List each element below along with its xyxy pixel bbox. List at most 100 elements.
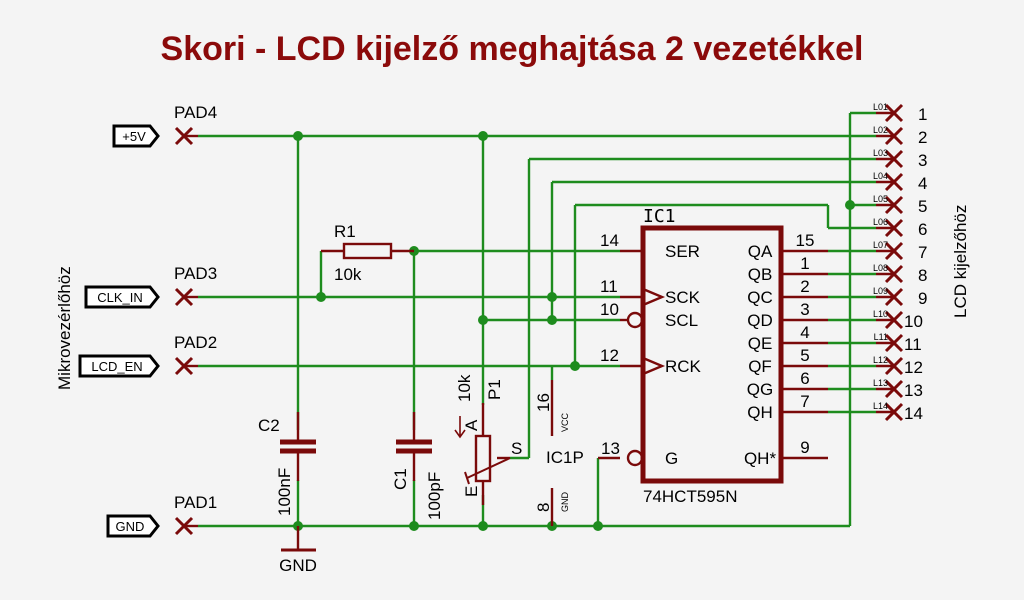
ic1-ref: IC1 (643, 206, 676, 227)
pin-name: QD (747, 311, 773, 330)
pin-name: QA (748, 242, 773, 261)
lcd-pin: L04 4 (873, 171, 928, 193)
pin-name: QC (747, 288, 773, 307)
lcd-pin-number: 11 (904, 335, 922, 354)
ic1-right-pin: 2QC (747, 277, 828, 307)
clock-triangle-icon (642, 287, 666, 307)
left-side-label: Mikrovezérlőhöz (55, 266, 74, 390)
lcd-pin-label: L14 (873, 401, 888, 411)
pin-num: 11 (600, 277, 618, 296)
lcd-pin-number: 1 (918, 105, 927, 124)
arrow-down-icon (454, 416, 466, 439)
pin-name: QG (747, 380, 773, 399)
lcd-pin-label: L07 (873, 240, 888, 250)
lcd-pin-number: 6 (918, 220, 927, 239)
wires (198, 111, 876, 528)
lcd-pin: L01 1 (873, 102, 928, 124)
lcd-pin-label: L08 (873, 263, 888, 273)
pin-num: 2 (800, 277, 809, 296)
ic1p-power: 16 VCC 8 GND IC1P 13 (534, 380, 620, 526)
gnd-label: GND (279, 556, 317, 575)
pin-num: 7 (800, 392, 809, 411)
pin-num: 12 (600, 346, 619, 365)
junctions (293, 131, 855, 531)
pin-name: QF (748, 357, 772, 376)
port-label: CLK_IN (97, 290, 143, 305)
port-plus5v (112, 124, 160, 148)
lcd-pin-label: L04 (873, 171, 888, 181)
junction-dot (593, 521, 603, 531)
capacitor-c1: C1 100pF (391, 412, 444, 520)
inverter-bubble-icon (626, 449, 644, 467)
lcd-pin: L11 11 (874, 332, 922, 354)
lcd-pin-label: L11 (874, 332, 888, 342)
r1-value: 10k (334, 265, 362, 284)
port-lcd-en (78, 354, 160, 378)
lcd-pin-number: 4 (918, 174, 927, 193)
pad-1: GND PAD1 (106, 493, 217, 538)
vcc-pin-num: 16 (534, 393, 553, 412)
ic1p-ref: IC1P (546, 448, 584, 467)
lcd-pin-number: 14 (904, 404, 923, 423)
pin-num: 3 (800, 300, 809, 319)
c2-value: 100nF (275, 468, 294, 516)
r1-ref: R1 (334, 222, 356, 241)
port-gnd (106, 514, 160, 538)
p1-ref: P1 (485, 379, 504, 400)
port-label: LCD_EN (91, 359, 142, 374)
c1-value: 100pF (425, 472, 444, 520)
p1-pin-a: A (462, 419, 481, 431)
ground-symbol: GND (279, 526, 317, 575)
lcd-pin-number: 5 (918, 197, 927, 216)
lcd-pin-label: L03 (873, 148, 888, 158)
pin-name: QE (748, 334, 773, 353)
ic1-right-pin: 4QE (748, 323, 828, 353)
junction-dot (478, 131, 488, 141)
c2-ref: C2 (258, 416, 280, 435)
ic1-part: 74HCT595N (643, 487, 738, 506)
lcd-pin-number: 12 (904, 358, 923, 377)
pin-num: 15 (796, 231, 815, 250)
clock-triangle-icon (642, 356, 666, 376)
ic1-right-pin: 6QG (747, 369, 828, 399)
lcd-pin-number: 2 (918, 128, 927, 147)
ic1-right-pin: 9QH* (744, 438, 828, 468)
lcd-pin-label: L01 (873, 102, 888, 112)
lcd-pin-label: L10 (873, 309, 888, 319)
inverter-bubble-icon (626, 311, 644, 329)
potentiometer-p1: A E S 10k P1 (454, 374, 522, 505)
pin-num: 4 (800, 323, 809, 342)
ic1-shift-register: IC1 74HCT595N 14 SER 11 SCK 10 SCL 12 RC… (600, 206, 828, 506)
capacitor-c2: C2 100nF (258, 412, 316, 516)
c1-ref: C1 (391, 468, 410, 490)
pad-label: PAD1 (174, 493, 217, 512)
pin-num: 14 (600, 231, 619, 250)
pin-name: SER (665, 242, 700, 261)
p1-pin-s: S (511, 439, 522, 458)
lcd-pin-number: 9 (918, 289, 927, 308)
pin-name: SCL (665, 311, 698, 330)
pad-3: CLK_IN PAD3 (84, 264, 217, 309)
port-label: GND (116, 519, 145, 534)
vcc-label: VCC (560, 412, 570, 432)
junction-dot (845, 200, 855, 210)
pad-2: LCD_EN PAD2 (78, 333, 217, 378)
junction-dot (316, 292, 326, 302)
p1-pin-e: E (462, 486, 481, 497)
junction-dot (547, 292, 557, 302)
pin-num: 5 (800, 346, 809, 365)
port-label: +5V (122, 129, 146, 144)
schematic-title: Skori - LCD kijelző meghajtása 2 vezeték… (161, 30, 864, 68)
lcd-pin-label: L09 (873, 286, 888, 296)
right-side-label: LCD kijelzőhöz (951, 205, 970, 318)
junction-dot (547, 315, 557, 325)
pin-num: 1 (800, 254, 809, 273)
